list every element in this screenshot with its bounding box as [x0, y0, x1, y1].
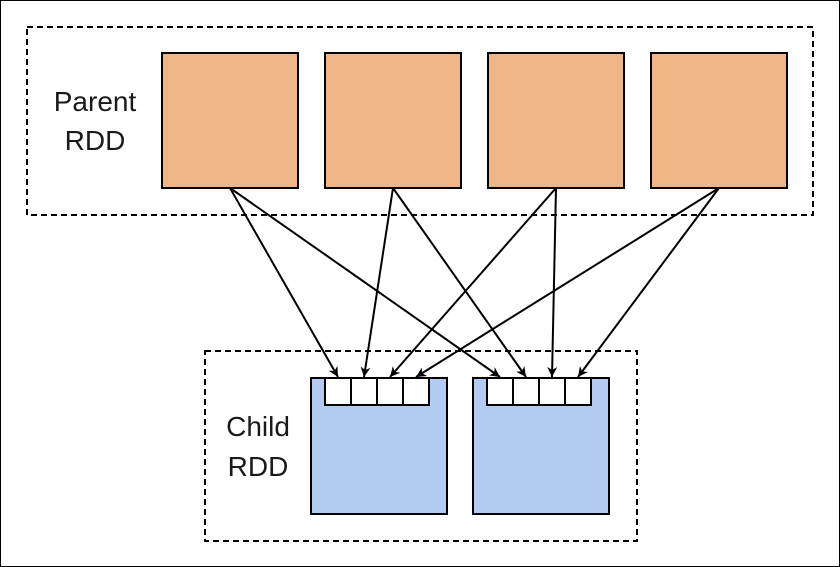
- child-rdd-label: Child: [226, 411, 290, 442]
- parent-rdd-label: Parent: [54, 86, 137, 117]
- child-2-bucket-2: [512, 377, 540, 406]
- child-2-bucket-3: [538, 377, 566, 406]
- shuffle-edge-6: [547, 187, 558, 378]
- shuffle-edge-2: [229, 187, 501, 378]
- parent-rdd-group: [26, 26, 814, 216]
- child-1-bucket-3: [376, 377, 404, 406]
- child-1-bucket-1: [324, 377, 352, 406]
- shuffle-edges: [229, 187, 720, 378]
- child-1-bucket-2: [350, 377, 378, 406]
- shuffle-edge-8: [577, 187, 720, 378]
- shuffle-edge-7: [415, 187, 720, 378]
- parent-partition-2: [324, 52, 462, 189]
- parent-partition-3: [487, 52, 625, 189]
- parent-partition-4: [650, 52, 788, 189]
- parent-partitions: [161, 52, 788, 189]
- shuffle-edge-4: [392, 187, 527, 378]
- parent-partition-1: [161, 52, 299, 189]
- child-1-bucket-4: [402, 377, 430, 406]
- child-partitions: [310, 377, 610, 515]
- child-2-bucket-4: [564, 377, 592, 406]
- parent-rdd-label-line2: RDD: [65, 125, 126, 156]
- child-rdd-group: [204, 350, 638, 542]
- shuffle-edge-5: [389, 187, 557, 378]
- shuffle-edge-1: [229, 187, 339, 378]
- child-2-bucket-1: [486, 377, 514, 406]
- child-rdd-label-line2: RDD: [228, 451, 289, 482]
- shuffle-edge-3: [360, 187, 394, 378]
